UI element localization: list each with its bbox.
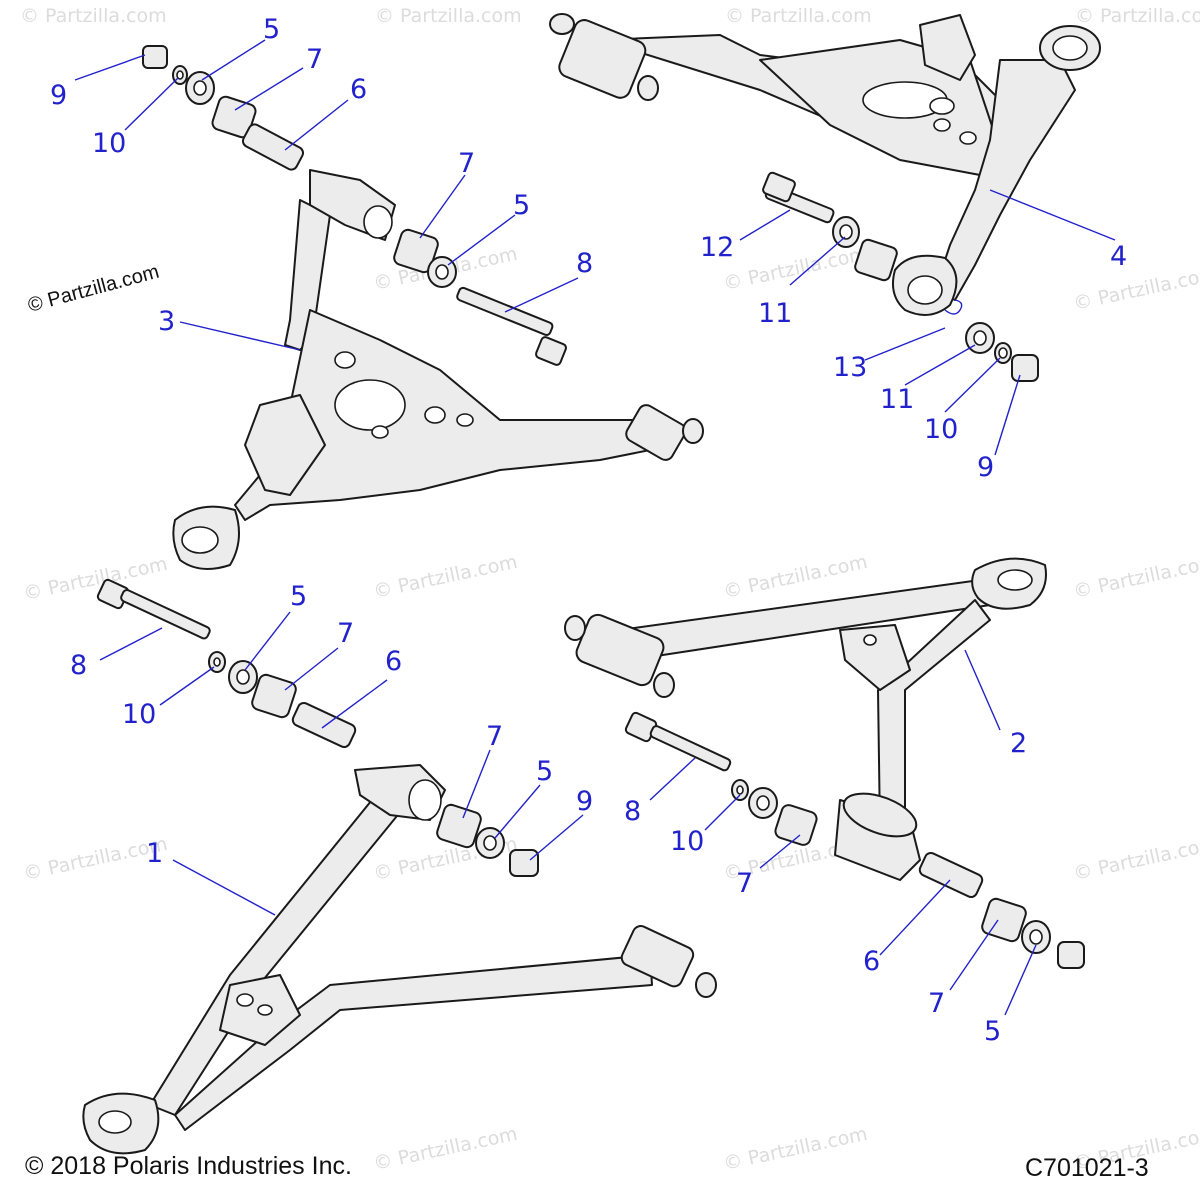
callout-5: 5	[513, 190, 530, 221]
watermark: © Partzilla.com	[371, 551, 519, 603]
hardware-lower-right	[624, 711, 1085, 969]
watermark: © Partzilla.com	[721, 1123, 869, 1175]
callout-7: 7	[928, 988, 945, 1019]
callout-13: 13	[833, 352, 867, 383]
watermark: © Partzilla.com	[1071, 263, 1200, 315]
hardware-upper-right	[762, 171, 1039, 382]
callout-8: 8	[576, 248, 593, 279]
watermark: © Partzilla.com	[725, 5, 872, 27]
callout-5: 5	[290, 581, 307, 612]
hardware-lower-left	[96, 578, 539, 877]
callout-10: 10	[670, 826, 704, 857]
footer-copyright: © 2018 Polaris Industries Inc.	[25, 1152, 352, 1180]
callout-7: 7	[458, 148, 475, 179]
callout-7: 7	[736, 868, 753, 899]
callout-2: 2	[1010, 728, 1027, 759]
watermark: © Partzilla.com	[375, 5, 522, 27]
leader-lines	[74, 39, 1116, 1016]
watermark: © Partzilla.com	[1071, 833, 1200, 885]
callout-8: 8	[624, 796, 641, 827]
callout-7: 7	[337, 618, 354, 649]
diagram-id: C701021-3	[1025, 1154, 1149, 1182]
callout-5: 5	[536, 756, 553, 787]
callout-7: 7	[306, 44, 323, 75]
callout-4: 4	[1110, 241, 1127, 272]
watermark: © Partzilla.com	[20, 5, 167, 27]
a-arm-lower-right	[564, 557, 1047, 881]
callout-10: 10	[924, 414, 958, 445]
a-arm-upper-left	[172, 169, 704, 570]
callout-8: 8	[70, 650, 87, 681]
watermark: © Partzilla.com	[1075, 5, 1200, 27]
callout-10: 10	[122, 699, 156, 730]
callout-10: 10	[92, 128, 126, 159]
callout-9: 9	[50, 80, 67, 111]
callout-3: 3	[158, 306, 175, 337]
callout-5: 5	[984, 1016, 1001, 1047]
callout-9: 9	[977, 452, 994, 483]
callout-1: 1	[146, 838, 163, 869]
partzilla-copyright-tag: © Partzilla.com	[26, 261, 162, 317]
watermark: © Partzilla.com	[721, 243, 869, 295]
watermark: © Partzilla.com	[721, 551, 869, 603]
callout-11: 11	[880, 384, 914, 415]
callout-9: 9	[576, 786, 593, 817]
watermark: © Partzilla.com	[1071, 551, 1200, 603]
callout-labels: 9 10 5 7 6 7 5 8 3 12 11 4 13 11 10 9 8 …	[50, 14, 1127, 1047]
callout-5: 5	[263, 14, 280, 45]
watermark: © Partzilla.com	[21, 553, 169, 605]
callout-12: 12	[700, 232, 734, 263]
callout-6: 6	[863, 946, 880, 977]
a-arm-lower-left	[82, 764, 717, 1155]
a-arm-upper-right	[549, 13, 1101, 316]
callout-11: 11	[758, 298, 792, 329]
watermark: © Partzilla.com	[371, 1123, 519, 1175]
callout-6: 6	[350, 74, 367, 105]
callout-6: 6	[385, 646, 402, 677]
callout-7: 7	[486, 721, 503, 752]
